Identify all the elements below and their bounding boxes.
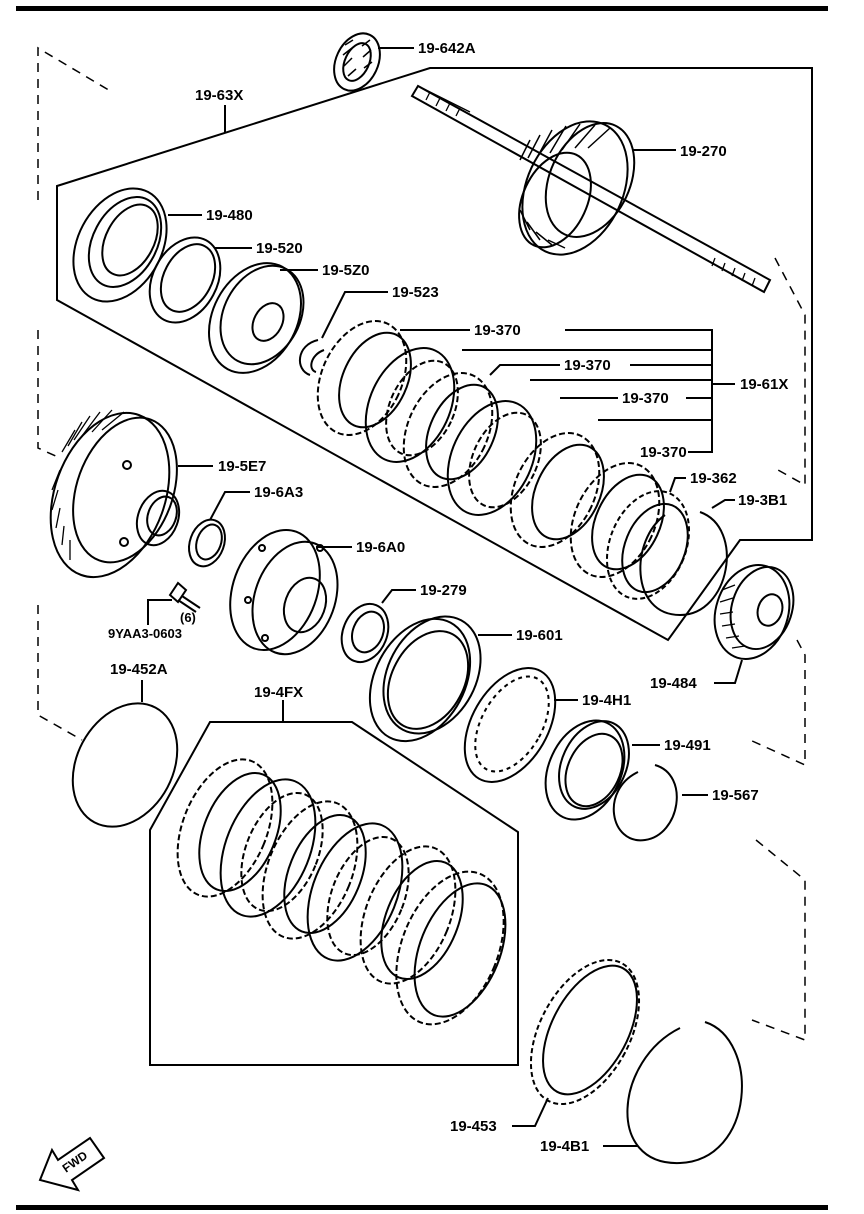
label-19-370-a: 19-370 xyxy=(474,322,521,339)
label-19-61X: 19-61X xyxy=(740,376,788,393)
part-19-491-hub xyxy=(544,719,630,821)
part-19-3B1-snap-ring xyxy=(639,511,728,617)
part-19-279-seal xyxy=(340,602,390,664)
part-19-642A-bearing xyxy=(333,32,381,92)
leader-9YAA3-0603 xyxy=(147,599,172,625)
label-19-370-d: 19-370 xyxy=(640,444,687,461)
label-19-63X: 19-63X xyxy=(195,87,243,104)
part-19-6A0-hub xyxy=(229,528,339,656)
part-19-520-seal xyxy=(148,236,222,324)
leader-19-523 xyxy=(321,291,388,339)
part-19-6A3-ring xyxy=(188,518,226,568)
label-19-4H1: 19-4H1 xyxy=(582,692,631,709)
part-19-362-plate xyxy=(605,490,691,600)
label-19-6A3: 19-6A3 xyxy=(254,484,303,501)
leader-19-279 xyxy=(381,589,416,604)
bottom-border xyxy=(16,1205,828,1210)
label-19-362: 19-362 xyxy=(690,470,737,487)
label-19-279: 19-279 xyxy=(420,582,467,599)
label-19-5Z0: 19-5Z0 xyxy=(322,262,370,279)
label-19-270: 19-270 xyxy=(680,143,727,160)
phantom-lines-upper xyxy=(37,46,806,1042)
label-19-523: 19-523 xyxy=(392,284,439,301)
group-outline-19-4FX xyxy=(149,721,519,1066)
leader-19-453 xyxy=(512,1097,549,1127)
label-19-453: 19-453 xyxy=(450,1118,497,1135)
label-19-480: 19-480 xyxy=(206,207,253,224)
label-19-5E7: 19-5E7 xyxy=(218,458,266,475)
part-19-601-drum xyxy=(368,615,482,743)
part-9YAA3-0603-bolt xyxy=(168,581,201,613)
part-19-270-shaft-drum xyxy=(410,84,772,294)
part-19-4B1-snap-ring xyxy=(626,1021,743,1165)
label-19-6A0: 19-6A0 xyxy=(356,539,405,556)
leaders-19-370 xyxy=(400,329,735,453)
label-19-452A: 19-452A xyxy=(110,661,168,678)
part-19-453-ring xyxy=(529,958,641,1106)
part-19-452A-ring xyxy=(71,702,179,828)
part-19-484-hub xyxy=(713,564,795,660)
part-19-567-snap-ring xyxy=(612,764,678,842)
part-19-4H1-spring xyxy=(463,667,557,783)
label-19-491: 19-491 xyxy=(664,737,711,754)
leader-19-484 xyxy=(714,659,743,684)
group-outline-19-63X xyxy=(56,67,813,642)
label-19-4FX: 19-4FX xyxy=(254,684,303,701)
part-19-523-snap-ring xyxy=(299,339,325,376)
label-19-567: 19-567 xyxy=(712,787,759,804)
label-19-601: 19-601 xyxy=(516,627,563,644)
label-19-370-b: 19-370 xyxy=(564,357,611,374)
label-19-484: 19-484 xyxy=(650,675,697,692)
leader-19-362 xyxy=(669,477,686,493)
part-19-480-piston xyxy=(72,187,168,303)
fwd-arrow-icon xyxy=(38,1136,106,1192)
part-19-5E7-drum xyxy=(49,409,181,579)
label-9YAA3-0603: 9YAA3-0603 xyxy=(108,626,182,641)
leader-19-3B1 xyxy=(711,499,735,509)
label-19-370-c: 19-370 xyxy=(622,390,669,407)
leader-19-6A3 xyxy=(209,491,250,521)
label-19-3B1: 19-3B1 xyxy=(738,492,787,509)
label-19-520: 19-520 xyxy=(256,240,303,257)
label-bolt-qty: (6) xyxy=(180,610,196,625)
top-border xyxy=(16,6,828,11)
part-19-4FX-clutch-pack xyxy=(176,758,507,1026)
label-19-642A: 19-642A xyxy=(418,40,476,57)
label-19-4B1: 19-4B1 xyxy=(540,1138,589,1155)
